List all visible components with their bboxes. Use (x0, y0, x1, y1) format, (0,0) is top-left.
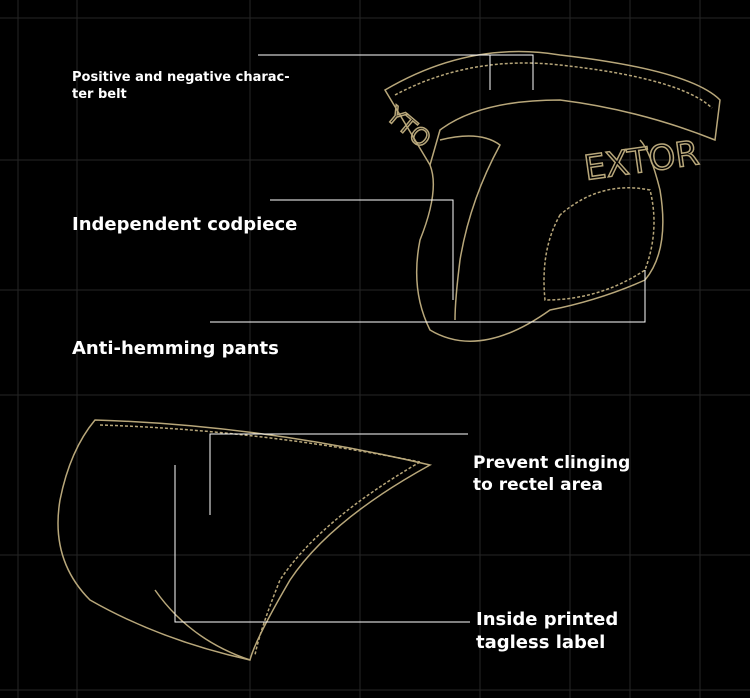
brief-front-outline (383, 50, 721, 342)
waistband-lettering: EXTOR YTO (380, 100, 703, 190)
label-prevent-clinging: Prevent clinging to rectel area (473, 453, 631, 496)
label-codpiece: Independent codpiece (72, 214, 298, 235)
leader-lines (174, 54, 646, 623)
waistband-text-right: EXTOR (582, 133, 702, 189)
label-anti-hemming: Anti-hemming pants (72, 338, 279, 359)
waistband-text-left: YTO (380, 101, 436, 154)
label-belt: Positive and negative charac- ter belt (72, 70, 290, 102)
brief-back-outline (57, 419, 433, 661)
label-tagless: Inside printed tagless label (476, 609, 619, 654)
